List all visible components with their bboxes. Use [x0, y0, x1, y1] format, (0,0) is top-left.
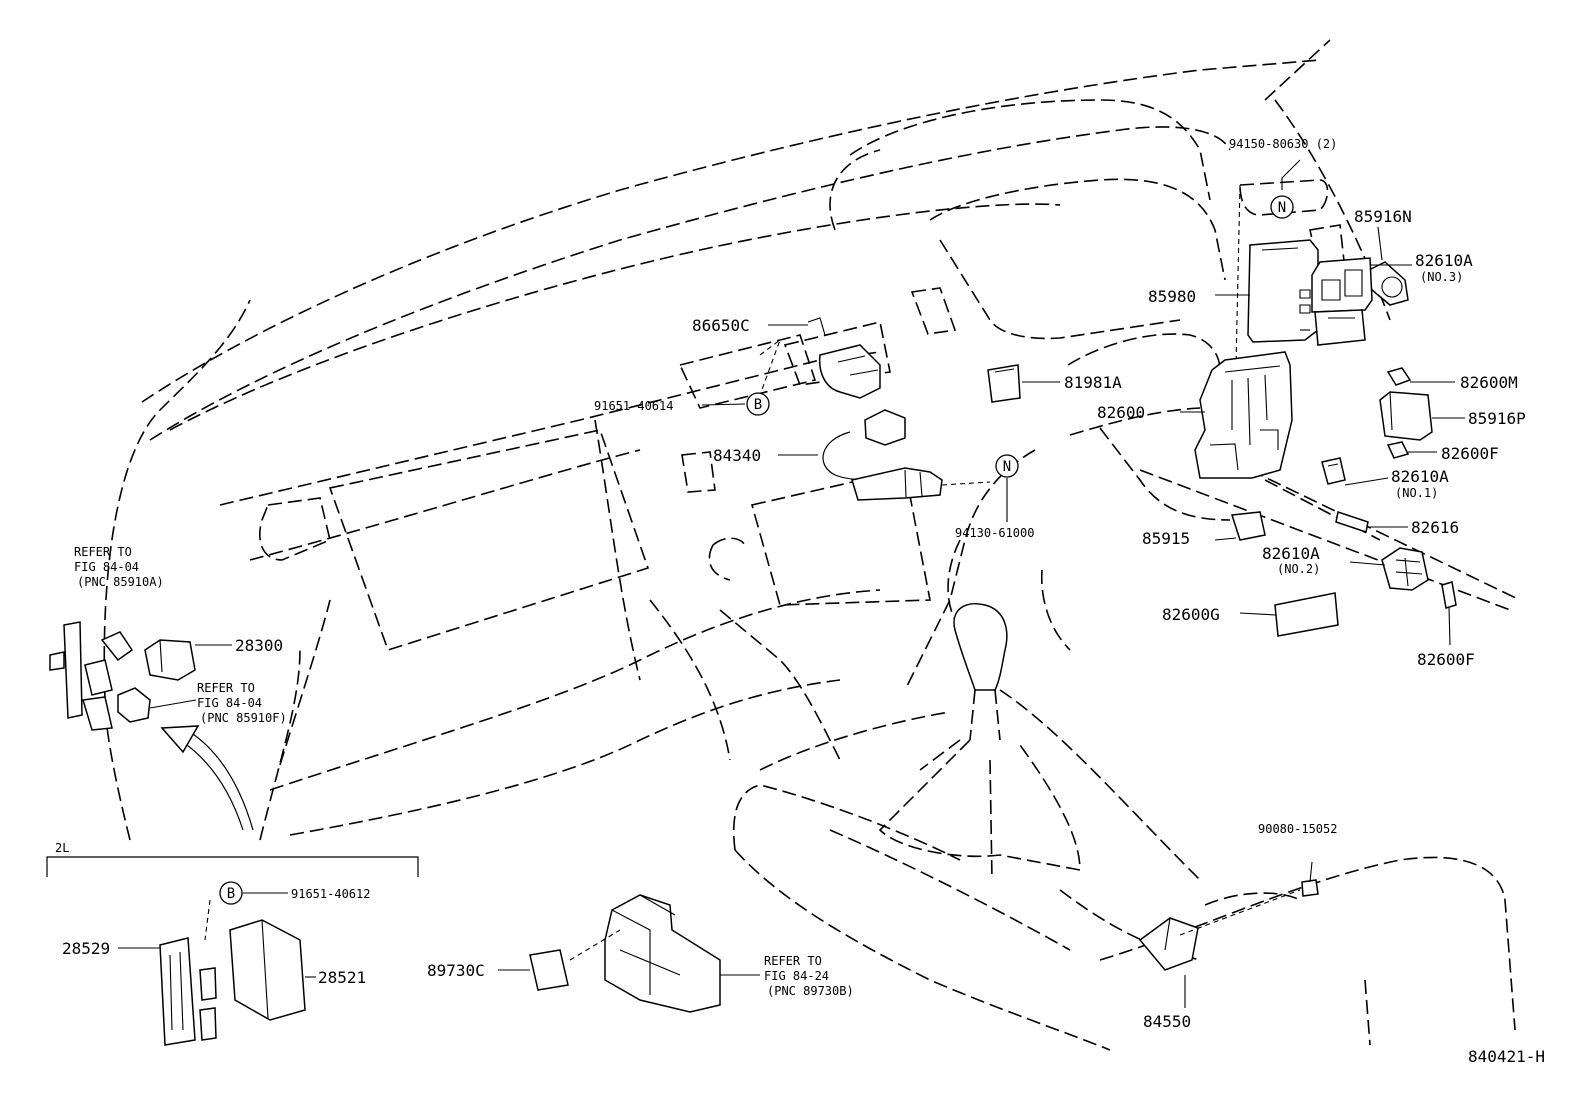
svg-text:FIG 84-04: FIG 84-04: [74, 560, 139, 574]
label-84550: 84550: [1143, 1012, 1191, 1031]
label-82600: 82600: [1097, 403, 1145, 422]
note-ref-89730b: REFER TO FIG 84-24 (PNC 89730B): [764, 954, 854, 998]
label-84340: 84340: [713, 446, 761, 465]
part-82610a-no2-connector: [1381, 547, 1429, 591]
label-28529: 28529: [62, 939, 110, 958]
label-28521: 28521: [318, 968, 366, 987]
svg-text:FIG 84-24: FIG 84-24: [764, 969, 829, 983]
label-91651-40612: 91651-40612: [291, 887, 370, 901]
leader-90080-dash: [1179, 889, 1301, 936]
label-82610a-no2-note: (NO.2): [1277, 562, 1320, 576]
svg-text:(PNC 85910F): (PNC 85910F): [200, 711, 287, 725]
svg-text:(PNC 89730B): (PNC 89730B): [767, 984, 854, 998]
label-section-2l: 2L: [55, 841, 69, 855]
label-82610a-no3-note: (NO.3): [1420, 270, 1463, 284]
label-94130-61000: 94130-61000: [955, 526, 1034, 540]
svg-text:REFER TO: REFER TO: [74, 545, 132, 559]
svg-text:B: B: [754, 397, 762, 413]
part-90080-bolt: [1301, 879, 1319, 897]
svg-text:REFER TO: REFER TO: [764, 954, 822, 968]
label-82600f-bottom: 82600F: [1417, 650, 1475, 669]
part-82600f-fuse-bottom: [1441, 581, 1457, 609]
part-84340-switch: [822, 409, 943, 501]
part-28521-module: [229, 919, 306, 1021]
symbol-n-top: N: [1270, 195, 1294, 219]
label-86650c: 86650C: [692, 316, 750, 335]
part-left-relay-cluster: [49, 621, 151, 731]
part-labels: 94150-80630 (2) 85916N 85980 82610A (NO.…: [55, 137, 1545, 1066]
label-85916n: 85916N: [1354, 207, 1412, 226]
label-85980: 85980: [1148, 287, 1196, 306]
label-28300: 28300: [235, 636, 283, 655]
part-82610a-no1: [1321, 457, 1346, 485]
part-28300-relay: [144, 639, 196, 681]
part-89730b-bracket: [604, 894, 721, 1013]
part-84550: [1138, 917, 1199, 971]
part-85980-module: [1247, 239, 1319, 343]
part-89730c-relay: [529, 949, 569, 991]
dashboard-outline: [103, 39, 1521, 1051]
label-85916p: 85916P: [1468, 409, 1526, 428]
leader-91651-40612-dash: [204, 899, 211, 941]
note-ref-85910f: REFER TO FIG 84-04 (PNC 85910F): [197, 681, 287, 725]
leader-lines: [118, 159, 1465, 1008]
part-82616: [1335, 511, 1369, 533]
note-ref-85910a: REFER TO FIG 84-04 (PNC 85910A): [74, 545, 164, 589]
svg-text:REFER TO: REFER TO: [197, 681, 255, 695]
part-81981a-relay: [987, 364, 1021, 403]
shift-lever: [878, 603, 1081, 881]
svg-text:N: N: [1003, 459, 1011, 475]
label-82610a-no2: 82610A: [1262, 544, 1320, 563]
label-82610a-no1: 82610A: [1391, 467, 1449, 486]
label-82610a-no1-note: (NO.1): [1395, 486, 1438, 500]
label-90080-15052: 90080-15052: [1258, 822, 1337, 836]
label-85915: 85915: [1142, 529, 1190, 548]
symbol-n-mid: N: [995, 454, 1019, 478]
label-diagram-id: 840421-H: [1468, 1047, 1545, 1066]
label-94150-80630: 94150-80630 (2): [1229, 137, 1337, 151]
leader-89730c-dash: [569, 929, 621, 961]
section-2l-frame: [46, 856, 419, 877]
part-85915-relay: [1231, 511, 1266, 541]
part-85916p-relay: [1379, 391, 1433, 441]
svg-text:B: B: [227, 886, 235, 902]
label-81981a: 81981A: [1064, 373, 1122, 392]
view-arrow: [160, 725, 254, 831]
part-82600m-fuse: [1386, 367, 1412, 386]
leader-90080: [1309, 861, 1313, 883]
label-82610a-no3: 82610A: [1415, 251, 1473, 270]
part-82600f-fuse-top: [1386, 441, 1410, 459]
label-82600g: 82600G: [1162, 605, 1220, 624]
svg-text:(PNC 85910A): (PNC 85910A): [77, 575, 164, 589]
symbol-b-2l: B: [219, 881, 243, 905]
part-82600g-plate: [1274, 592, 1339, 637]
part-28529: [159, 937, 217, 1046]
part-82600-junction-block: [1194, 351, 1293, 479]
svg-text:N: N: [1278, 200, 1286, 216]
label-89730c: 89730C: [427, 961, 485, 980]
label-82616: 82616: [1411, 518, 1459, 537]
label-91651-40614: 91651-40614: [594, 399, 673, 413]
part-86650c: [807, 317, 881, 399]
symbol-b-mid: B: [746, 392, 770, 416]
part-82610a-no3-block: [1311, 257, 1373, 346]
label-82600f-top: 82600F: [1441, 444, 1499, 463]
leader-85980-dash: [1235, 184, 1241, 366]
svg-text:FIG 84-04: FIG 84-04: [197, 696, 262, 710]
label-82600m: 82600M: [1460, 373, 1518, 392]
